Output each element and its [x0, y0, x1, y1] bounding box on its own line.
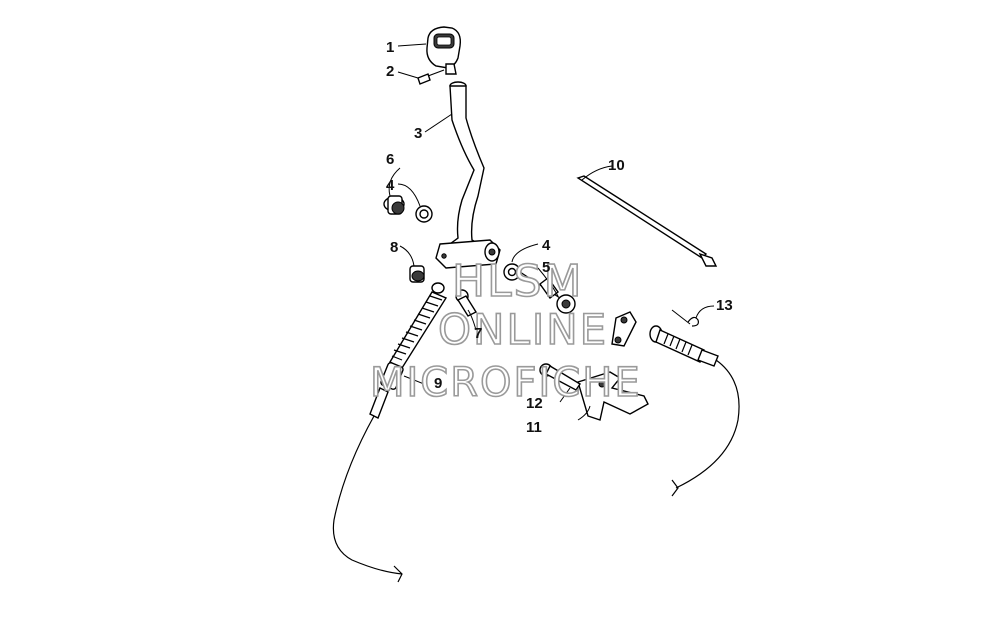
callout-2: 2	[386, 63, 394, 80]
bracket-bolt	[539, 363, 581, 391]
callout-11: 11	[526, 419, 542, 436]
bracket	[577, 371, 649, 421]
cable-tie	[576, 175, 718, 267]
callout-6: 6	[386, 151, 394, 168]
watermark-line-1: HLSM	[452, 256, 584, 307]
callout-13: 13	[716, 297, 733, 314]
watermark-line-2: ONLINE	[438, 305, 608, 354]
shift-knob	[426, 26, 462, 75]
washer-left	[415, 205, 433, 223]
bolt	[519, 271, 576, 314]
cable-end-lever	[611, 311, 637, 347]
callout-9: 9	[434, 375, 442, 392]
watermark: HLSM ONLINE MICROFICHE	[369, 255, 642, 407]
shift-lever	[435, 81, 501, 269]
callout-8: 8	[390, 239, 398, 256]
watermark-line-3: MICROFICHE	[370, 360, 642, 406]
callout-4a: 4	[386, 177, 395, 194]
callout-1: 1	[386, 39, 394, 56]
shift-cable-boot	[369, 282, 448, 419]
bushing-lower	[409, 265, 425, 283]
callout-3: 3	[414, 125, 422, 142]
callout-5: 5	[542, 259, 550, 276]
screw	[417, 69, 445, 85]
callout-10: 10	[608, 157, 625, 174]
pivot-bolt	[455, 289, 478, 317]
shift-cable	[332, 415, 403, 583]
cable-clip	[687, 316, 699, 327]
callout-12: 12	[526, 395, 543, 412]
callout-4b: 4	[542, 237, 551, 254]
callout-7: 7	[474, 325, 482, 342]
callouts: 1 2 3 4 4 5 6 7 8 9 10 11 12 13	[386, 39, 733, 436]
transmission-cable	[649, 325, 740, 497]
leader-lines	[388, 43, 715, 421]
bushing	[383, 195, 405, 215]
